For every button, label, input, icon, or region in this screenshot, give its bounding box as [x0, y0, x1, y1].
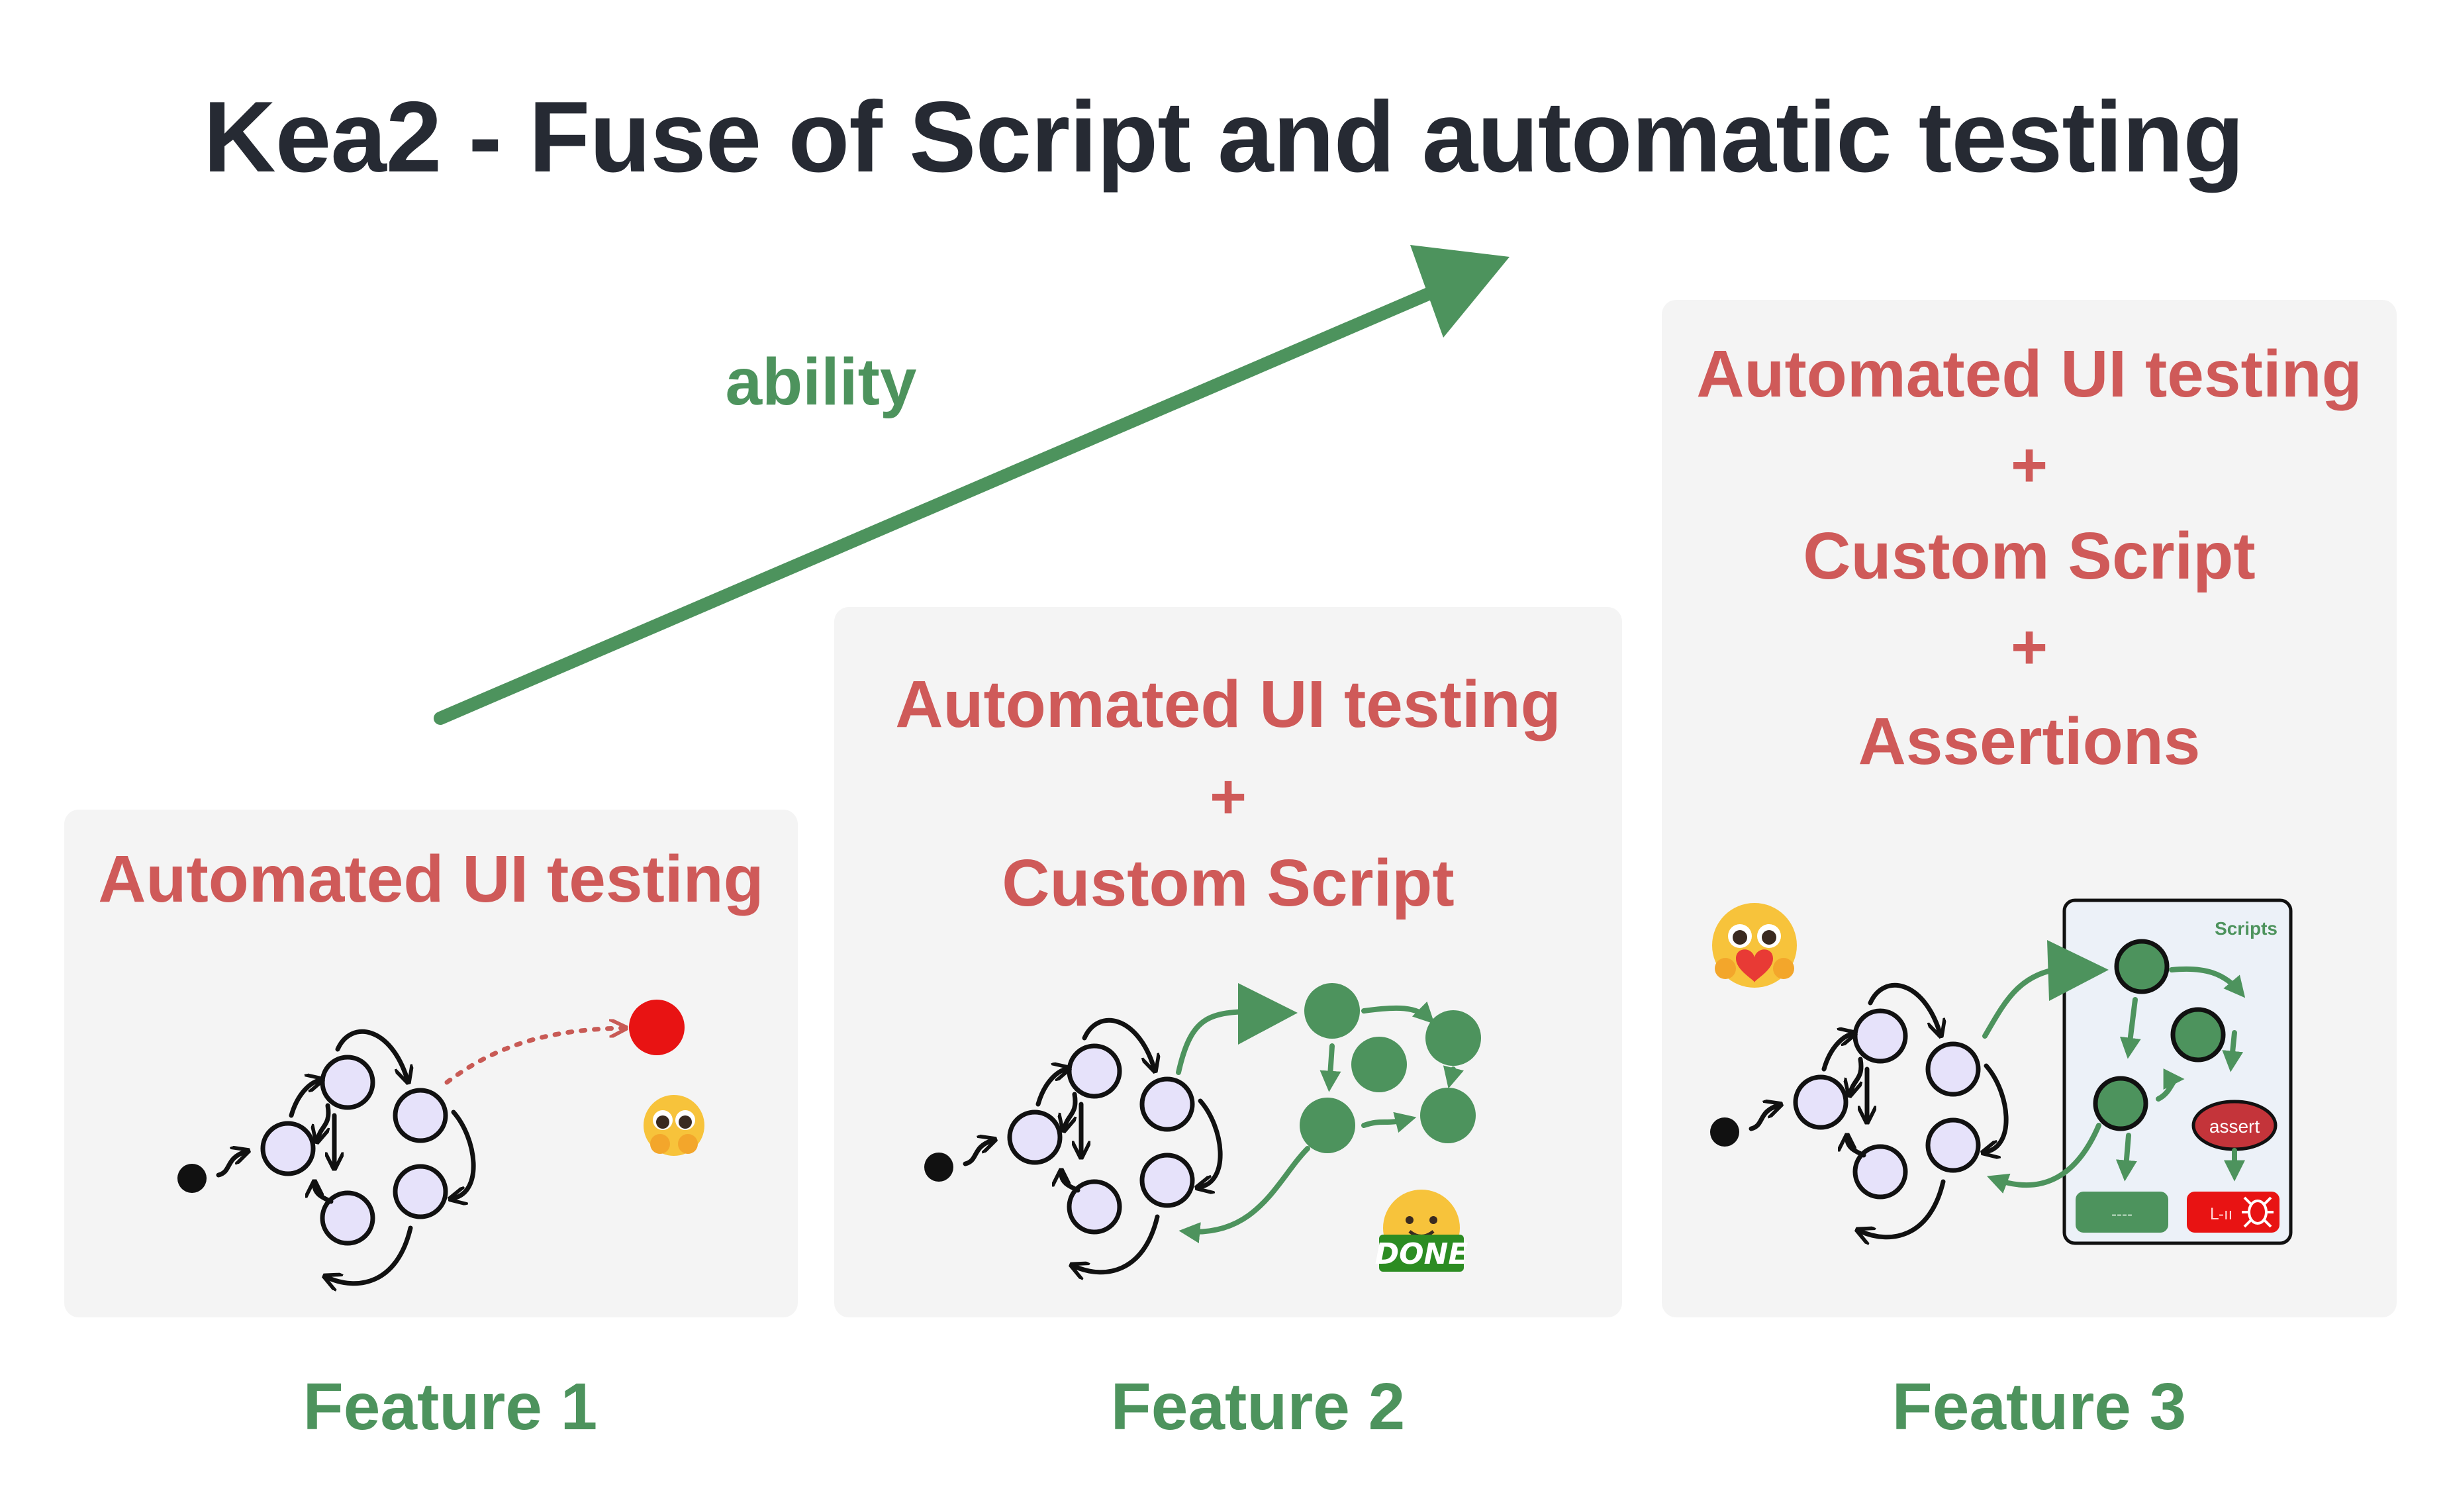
- green-badge-text: ----: [2111, 1205, 2133, 1223]
- script-node: [2114, 939, 2170, 994]
- feature-2-card: Automated UI testing + Custom Script: [834, 607, 1622, 1317]
- feature-1-label: Feature 1: [303, 1370, 598, 1444]
- feature-2-line-2: Custom Script: [1002, 846, 1455, 920]
- feature-2-label: Feature 2: [1110, 1370, 1406, 1444]
- script-node: [2170, 1007, 2226, 1063]
- feature-2-plus-1: +: [1209, 761, 1247, 832]
- feature-1-failing-edge: [444, 1028, 622, 1085]
- feature-3-plus-1: +: [2010, 430, 2048, 500]
- feature-1-card: Automated UI testing: [64, 810, 798, 1317]
- script-node: [1351, 1037, 1407, 1092]
- green-result-badge: [2076, 1192, 2168, 1233]
- ability-arrow-head: [1410, 245, 1510, 338]
- feature-3-plus-2: +: [2010, 612, 2048, 683]
- pleading-face-icon: [644, 1095, 704, 1156]
- feature-1-line-1: Automated UI testing: [98, 842, 764, 916]
- feature-3-line-3: Assertions: [1858, 704, 2201, 779]
- ability-arrow-icon: [434, 278, 1457, 725]
- smiling-face-done-icon: DONE: [1375, 1190, 1468, 1272]
- hugging-heart-face-icon: [1712, 903, 1797, 988]
- feature-3-line-2: Custom Script: [1803, 519, 2256, 593]
- feature-3-state-graph-icon: [1710, 985, 2006, 1237]
- bug-icon: [2242, 1196, 2274, 1228]
- feature-1-state-graph-icon: [177, 1031, 473, 1283]
- script-node: [1425, 1010, 1481, 1066]
- script-node: [1300, 1098, 1355, 1153]
- script-node: [2093, 1076, 2148, 1131]
- script-node: [1420, 1088, 1476, 1143]
- page-title: Kea2 - Fuse of Script and automatic test…: [203, 81, 2244, 193]
- script-node: [1304, 983, 1360, 1039]
- done-badge: DONE: [1375, 1237, 1468, 1271]
- ability-label: ability: [725, 345, 917, 419]
- red-badge-text: ᒪ-ıı: [2210, 1205, 2233, 1223]
- bug-state-dot: [629, 1000, 685, 1055]
- feature-3-label: Feature 3: [1892, 1370, 2187, 1444]
- feature-3-line-1: Automated UI testing: [1696, 337, 2362, 411]
- feature-2-state-graph-icon: [924, 1020, 1220, 1272]
- scripts-panel-title: Scripts: [2215, 918, 2278, 939]
- assert-label: assert: [2209, 1116, 2260, 1137]
- feature-2-line-1: Automated UI testing: [895, 667, 1561, 741]
